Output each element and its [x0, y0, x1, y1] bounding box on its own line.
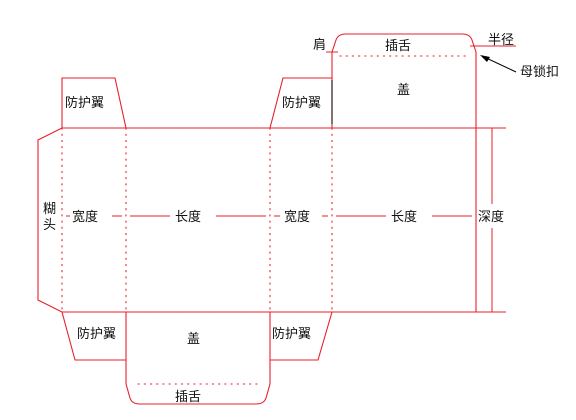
female-lock-arrowhead — [480, 55, 490, 62]
flap-top-left-outline — [61, 77, 127, 129]
label-length-2: 长度 — [391, 209, 417, 225]
glue-tab-outline — [37, 127, 63, 313]
label-flap-top-mid: 防护翼 — [282, 95, 321, 111]
label-glue-char-2: 头 — [43, 218, 56, 233]
label-lid-bottom: 盖 — [187, 332, 200, 347]
tongue-top-outline — [331, 33, 477, 53]
labels: 插舌 盖 肩 半径 母锁扣 防护翼 防护翼 糊 头 宽度 长度 宽度 长度 深度… — [43, 33, 559, 405]
flap-top-mid-outline — [269, 77, 332, 129]
label-depth: 深度 — [478, 209, 504, 225]
label-shoulder: 肩 — [313, 37, 326, 53]
label-lid-top: 盖 — [397, 83, 410, 98]
tongue-bottom-outline — [125, 383, 271, 405]
cut-lines — [37, 33, 492, 405]
label-glue-char-1: 糊 — [43, 201, 56, 217]
label-length-1: 长度 — [175, 209, 201, 225]
callouts — [331, 55, 517, 124]
label-flap-bottom-left: 防护翼 — [77, 326, 116, 342]
dimension-lines — [66, 45, 516, 313]
label-width-2: 宽度 — [284, 209, 310, 225]
label-tongue-bottom: 插舌 — [175, 390, 201, 405]
label-tongue-top: 插舌 — [385, 39, 411, 54]
label-female-lock: 母锁扣 — [520, 64, 559, 80]
label-flap-top-left: 防护翼 — [65, 95, 104, 111]
flap-bottom-right-outline — [270, 311, 333, 361]
fold-lines — [61, 55, 477, 385]
label-radius: 半径 — [488, 33, 514, 48]
label-width-1: 宽度 — [72, 209, 98, 225]
label-flap-bottom-right: 防护翼 — [272, 326, 311, 342]
flap-bottom-left-outline — [61, 311, 126, 361]
